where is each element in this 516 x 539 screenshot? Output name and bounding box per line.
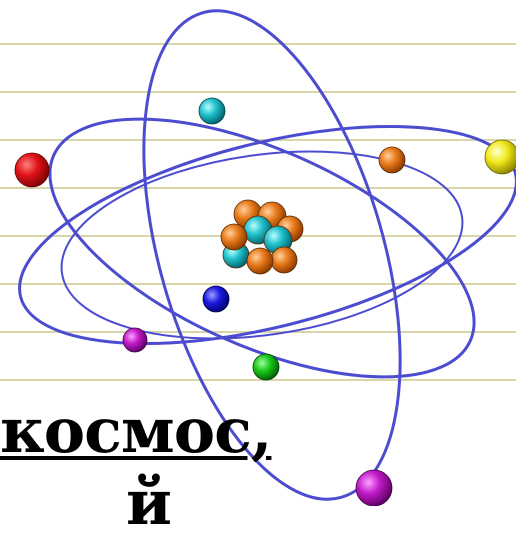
electron-magenta-large (355, 469, 393, 506)
orbit-wide (18, 124, 516, 346)
electron-red (14, 152, 50, 188)
electron-cyan (198, 97, 226, 125)
ruled-line-2 (0, 91, 516, 93)
slide: космос, й (0, 9, 516, 536)
atom-icon (14, 9, 516, 506)
orbit-vertical (142, 9, 402, 501)
ruled-line-6 (0, 283, 516, 285)
orbit-inner (60, 150, 464, 340)
caption-line-1: космос, (0, 394, 272, 467)
nucleus (220, 199, 304, 275)
electron-green (252, 353, 280, 381)
electron-orange (378, 146, 406, 174)
ruled-line-8 (0, 379, 516, 381)
caption-line-2: й (126, 466, 172, 539)
ruled-line-1 (0, 43, 516, 45)
electrons (14, 97, 516, 506)
ruled-line-4 (0, 187, 516, 189)
electron-magenta-small (122, 327, 148, 353)
electron-yellow (484, 139, 516, 175)
electron-blue (202, 285, 230, 313)
orbits (18, 9, 516, 501)
